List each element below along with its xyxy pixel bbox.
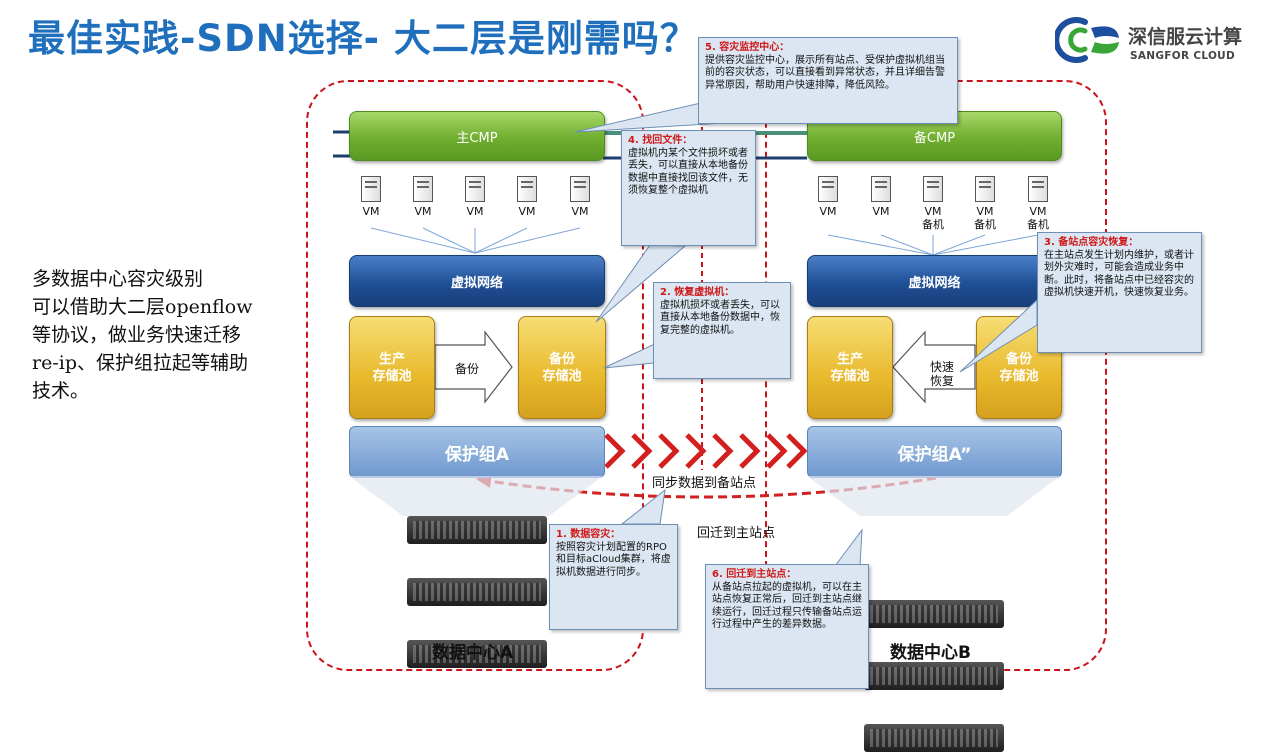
server-rack-icon — [407, 640, 547, 668]
server-rack-icon — [864, 724, 1004, 752]
virtual-network-a: 虚拟网络 — [349, 255, 605, 307]
callout-title: 2. 恢复虚拟机： — [660, 287, 735, 298]
migrate-back-label: 回迁到主站点 — [697, 526, 776, 541]
vm-server-icon: VM — [408, 176, 438, 218]
vm-server-icon: VM — [512, 176, 542, 218]
callout-title: 3. 备站点容灾恢复： — [1044, 237, 1139, 248]
backup-arrow-label: 备份 — [455, 362, 480, 376]
page-title: 最佳实践-SDN选择- 大二层是刚需吗？ — [28, 17, 698, 60]
callout-body: 虚拟机损坏或者丢失，可以直接从本地备份数据中，恢复完整的虚拟机。 — [660, 299, 780, 336]
vm-server-icon: VM — [565, 176, 595, 218]
server-rack-icon — [864, 662, 1004, 690]
vm-server-icon: VM 备机 — [1023, 176, 1053, 231]
side-text-line: 等协议，做业务快速迁移 — [32, 324, 242, 346]
callout-body: 从备站点拉起的虚拟机，可以在主站点恢复正常后，回迁到主站点继续运行，回迁过程只传… — [712, 581, 862, 631]
datacenter-a-label: 数据中心A — [432, 643, 514, 663]
datacenter-a-region — [306, 80, 644, 671]
callout-body: 虚拟机内某个文件损坏或者丢失，可以直接从本地备份数据中直接找回该文件，无须恢复整… — [628, 147, 748, 197]
production-storage-a: 生产 存储池 — [349, 316, 435, 419]
sync-label: 同步数据到备站点 — [652, 476, 757, 491]
vm-label: VM — [362, 205, 380, 218]
callout-standby-recovery: 3. 备站点容灾恢复： 在主站点发生计划内维护，或者计划外灾难时，可能会造成业务… — [1037, 232, 1202, 353]
protection-group-a: 保护组A — [349, 426, 605, 478]
callout-restore-vm: 2. 恢复虚拟机： 虚拟机损坏或者丢失，可以直接从本地备份数据中，恢复完整的虚拟… — [653, 282, 791, 379]
vm-server-icon: VM — [356, 176, 386, 218]
callout-title: 5. 容灾监控中心： — [705, 42, 790, 53]
vm-label: VM — [571, 205, 589, 218]
side-text-line: 可以借助大二层openflow — [32, 296, 253, 318]
vm-server-icon: VM — [460, 176, 490, 218]
protection-group-a-glow — [349, 476, 603, 516]
vm-label: VM 备机 — [974, 205, 996, 231]
server-rack-icon — [407, 578, 547, 606]
side-text-line: 多数据中心容灾级别 — [32, 268, 204, 290]
vm-server-icon: VM — [866, 176, 896, 218]
datacenter-b-label: 数据中心B — [890, 643, 971, 663]
restore-arrow-label: 快速 恢复 — [930, 360, 955, 388]
callout-body: 提供容灾监控中心，展示所有站点、受保护虚拟机组当前的容灾状态，可以直接看到异常状… — [705, 54, 945, 91]
production-storage-b: 生产 存储池 — [807, 316, 893, 419]
vm-label: VM 备机 — [922, 205, 944, 231]
vm-server-icon: VM 备机 — [970, 176, 1000, 231]
protection-group-b-glow — [807, 476, 1060, 516]
vm-label: VM 备机 — [1027, 205, 1049, 231]
sangfor-logo-icon — [1055, 17, 1119, 63]
callout-body: 按照容灾计划配置的RPO和目标aCloud集群，将虚拟机数据进行同步。 — [556, 541, 671, 578]
connector-lines — [333, 100, 1039, 499]
logo-name-cn: 深信服云计算 — [1128, 26, 1243, 48]
vm-label: VM — [414, 205, 432, 218]
side-description: 多数据中心容灾级别 可以借助大二层openflow 等协议，做业务快速迁移 re… — [32, 265, 317, 405]
server-rack-icon — [407, 516, 547, 544]
callout-dr-monitoring: 5. 容灾监控中心： 提供容灾监控中心，展示所有站点、受保护虚拟机组当前的容灾状… — [698, 37, 958, 124]
callout-title: 6. 回迁到主站点： — [712, 569, 797, 580]
callout-title: 1. 数据容灾： — [556, 529, 621, 540]
vm-label: VM — [872, 205, 890, 218]
server-rack-icon — [864, 600, 1004, 628]
vm-label: VM — [466, 205, 484, 218]
callout-data-dr: 1. 数据容灾： 按照容灾计划配置的RPO和目标aCloud集群，将虚拟机数据进… — [549, 524, 678, 630]
vm-server-icon: VM 备机 — [918, 176, 948, 231]
logo-name-en: SANGFOR CLOUD — [1130, 50, 1236, 62]
side-text-line: re-ip、保护组拉起等辅助 — [32, 352, 248, 374]
side-text-line: 技术。 — [32, 380, 90, 402]
backup-storage-a: 备份 存储池 — [518, 316, 606, 419]
callout-pointers — [574, 101, 1038, 567]
primary-cmp-bar: 主CMP — [349, 111, 605, 161]
vm-server-icon: VM — [813, 176, 843, 218]
callout-file-recovery: 4. 找回文件： 虚拟机内某个文件损坏或者丢失，可以直接从本地备份数据中直接找回… — [621, 130, 756, 246]
callout-body: 在主站点发生计划内维护，或者计划外灾难时，可能会造成业务中断。此时，将备站点中已… — [1044, 249, 1194, 299]
vm-label: VM — [819, 205, 837, 218]
callout-migrate-back: 6. 回迁到主站点： 从备站点拉起的虚拟机，可以在主站点恢复正常后，回迁到主站点… — [705, 564, 869, 689]
callout-title: 4. 找回文件： — [628, 135, 693, 146]
vm-label: VM — [518, 205, 536, 218]
